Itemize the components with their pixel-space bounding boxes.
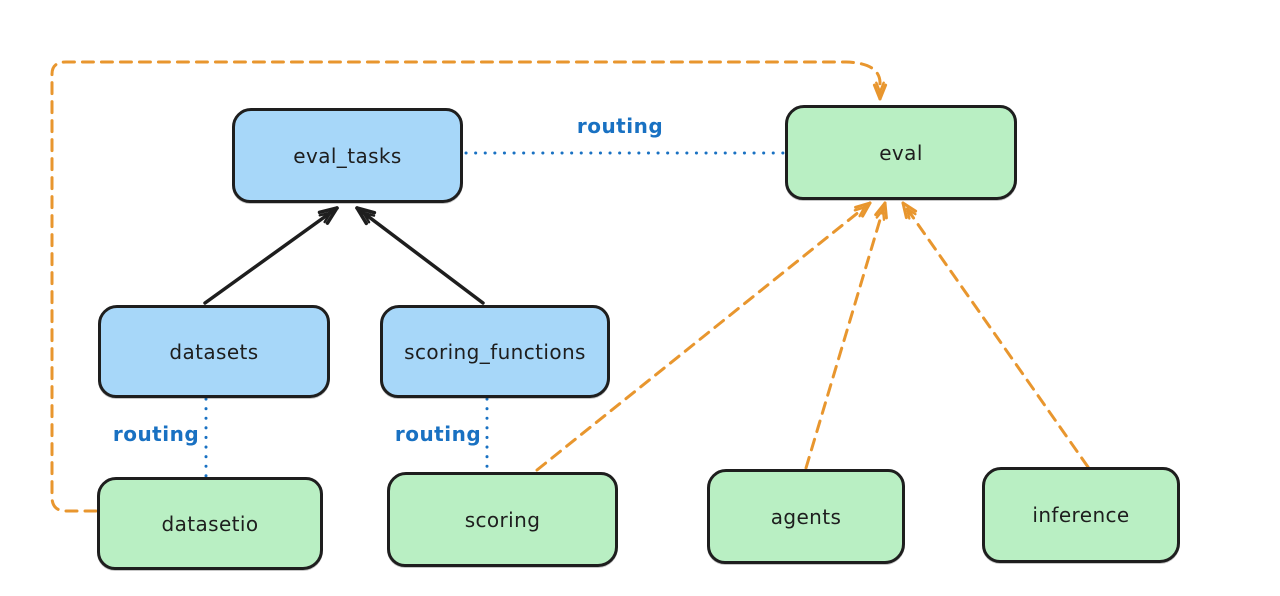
node-datasetio: datasetio: [97, 477, 323, 570]
routing-label-datasets-datasetio: routing: [112, 422, 200, 446]
edge-datasets-evaltasks-arrow: [203, 206, 339, 305]
edge-inference-eval-arrow: [901, 201, 1090, 469]
node-eval-label: eval: [879, 140, 923, 165]
node-eval-tasks-label: eval_tasks: [293, 143, 402, 168]
node-eval-tasks: eval_tasks: [232, 108, 463, 203]
node-agents-label: agents: [770, 504, 842, 529]
routing-label-evaltasks-eval: routing: [576, 114, 664, 138]
edge-datasetio-eval-arrow: [50, 60, 888, 513]
edge-agents-eval-arrow: [804, 201, 888, 470]
node-scoring-label: scoring: [464, 507, 541, 532]
solid-arrow-edges: [203, 206, 485, 305]
node-datasets-label: datasets: [169, 339, 259, 364]
routing-label-scoringfunctions-scoring: routing: [394, 422, 482, 446]
node-scoring-functions-label: scoring_functions: [404, 339, 586, 364]
node-datasets: datasets: [98, 305, 330, 398]
edge-scoring-eval-arrow: [535, 201, 872, 472]
node-scoring: scoring: [387, 472, 618, 567]
node-datasetio-label: datasetio: [161, 511, 259, 536]
node-inference: inference: [982, 467, 1180, 563]
node-scoring-functions: scoring_functions: [380, 305, 610, 398]
edge-scoringfunctions-evaltasks-arrow: [355, 206, 485, 305]
node-agents: agents: [707, 469, 905, 564]
dashed-arrow-edges: [50, 60, 1090, 513]
routing-dotted-edges: [204, 151, 787, 478]
node-eval: eval: [785, 105, 1017, 200]
node-inference-label: inference: [1032, 503, 1130, 527]
